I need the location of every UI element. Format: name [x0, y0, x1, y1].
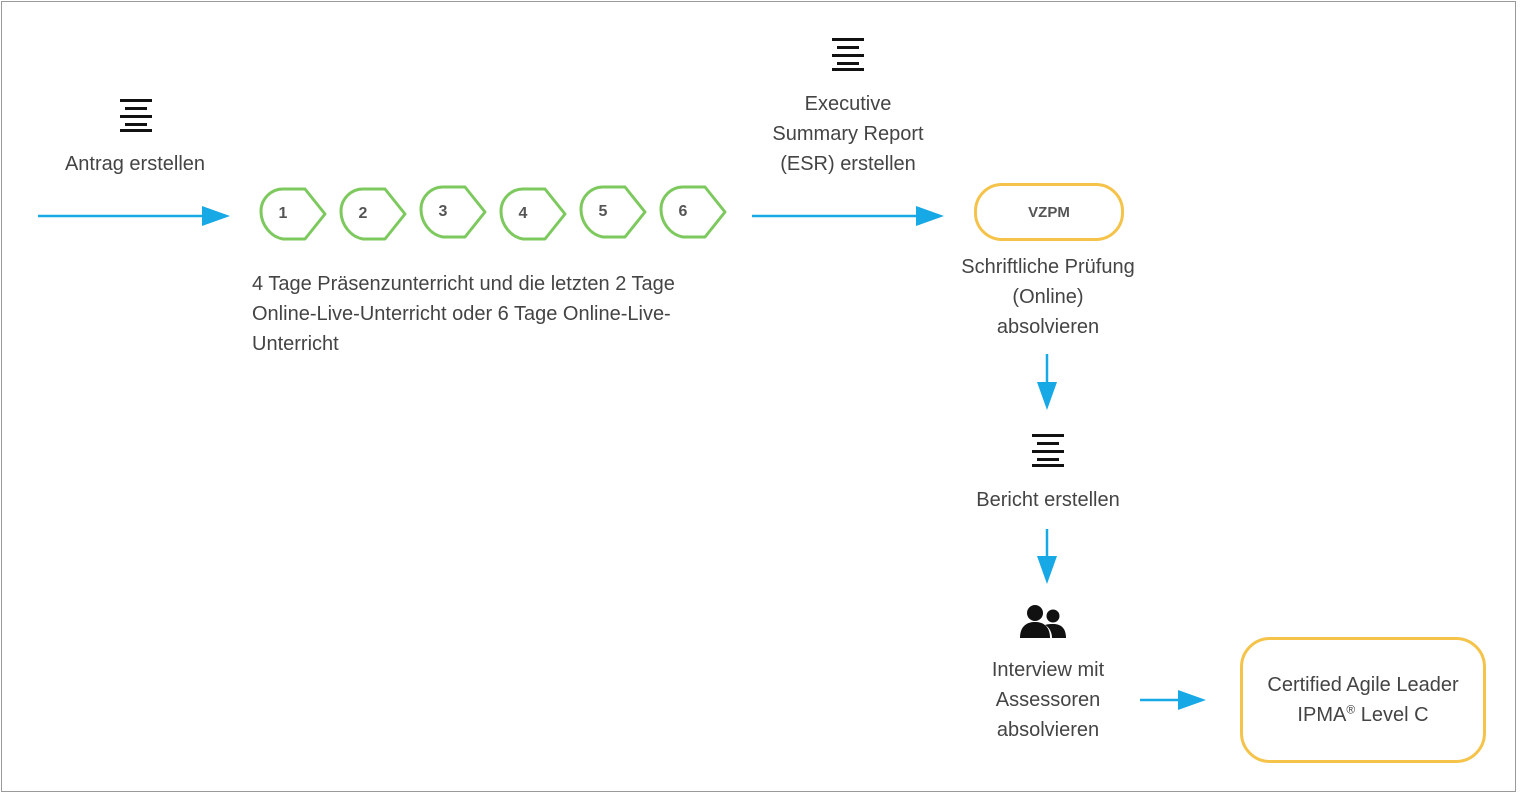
interview-line-1: Interview mit [991, 659, 1105, 681]
interview-line-3: absolvieren [996, 719, 1100, 741]
day-number: 3 [438, 203, 448, 220]
day-number: 5 [598, 203, 608, 220]
certificate-box: Certified Agile Leader IPMA® Level C [1240, 637, 1486, 763]
day-badge: 3 [419, 185, 487, 239]
day-badge-shape [659, 185, 727, 239]
arrow-to-exam [752, 206, 944, 226]
day-badge: 5 [579, 185, 647, 239]
step-antrag-label: Antrag erstellen [64, 153, 206, 175]
exam-line-2: (Online) [1012, 286, 1084, 308]
day-badge-shape [259, 187, 327, 241]
day-badge-shape [499, 187, 567, 241]
interview-line-2: Assessoren [995, 689, 1101, 711]
certificate-ipma: IPMA [1297, 704, 1347, 726]
arrow-start [38, 206, 230, 226]
step-esr-label: Executive Summary Report (ESR) erstellen [728, 89, 968, 179]
align-center-icon [832, 38, 864, 71]
exam-line-3: absolvieren [996, 316, 1100, 338]
day-badge: 6 [659, 185, 727, 239]
arrow-to-bericht [1037, 354, 1057, 410]
certificate-line-2: IPMA® Level C [1267, 700, 1458, 730]
esr-line-2: Summary Report [772, 123, 924, 145]
exam-line-1: Schriftliche Prüfung [961, 256, 1135, 278]
exam-badge: VZPM [974, 183, 1124, 241]
day-badge-shape [579, 185, 647, 239]
certificate-level: Level C [1355, 704, 1429, 726]
arrow-to-certificate [1140, 690, 1206, 710]
exam-badge-label: VZPM [1028, 203, 1070, 221]
step-bericht-label: Bericht erstellen [976, 489, 1120, 511]
align-center-icon [120, 99, 152, 132]
esr-line-3: (ESR) erstellen [780, 153, 916, 175]
day-number: 6 [678, 203, 688, 220]
certificate-line-1: Certified Agile Leader [1267, 674, 1459, 696]
certificate-text: Certified Agile Leader IPMA® Level C [1267, 670, 1458, 730]
day-number: 2 [358, 205, 368, 222]
align-center-icon [1032, 434, 1064, 467]
step-interview-label: Interview mit Assessoren absolvieren [928, 655, 1168, 745]
day-badge-shape [339, 187, 407, 241]
day-number: 1 [278, 205, 288, 222]
arrow-to-interview [1037, 529, 1057, 584]
day-badge: 2 [339, 187, 407, 241]
step-exam-label: Schriftliche Prüfung (Online) absolviere… [928, 252, 1168, 342]
users-icon [1020, 605, 1066, 638]
course-line-3: Unterricht [252, 333, 339, 355]
day-badge: 1 [259, 187, 327, 241]
course-line-2: Online-Live-Unterricht oder 6 Tage Onlin… [252, 303, 671, 325]
course-description: 4 Tage Präsenzunterricht und die letzten… [252, 269, 752, 359]
day-number: 4 [518, 205, 528, 222]
course-line-1: 4 Tage Präsenzunterricht und die letzten… [252, 273, 675, 295]
day-badge: 4 [499, 187, 567, 241]
day-badge-shape [419, 185, 487, 239]
registered-mark: ® [1346, 702, 1356, 717]
esr-line-1: Executive [804, 93, 892, 115]
